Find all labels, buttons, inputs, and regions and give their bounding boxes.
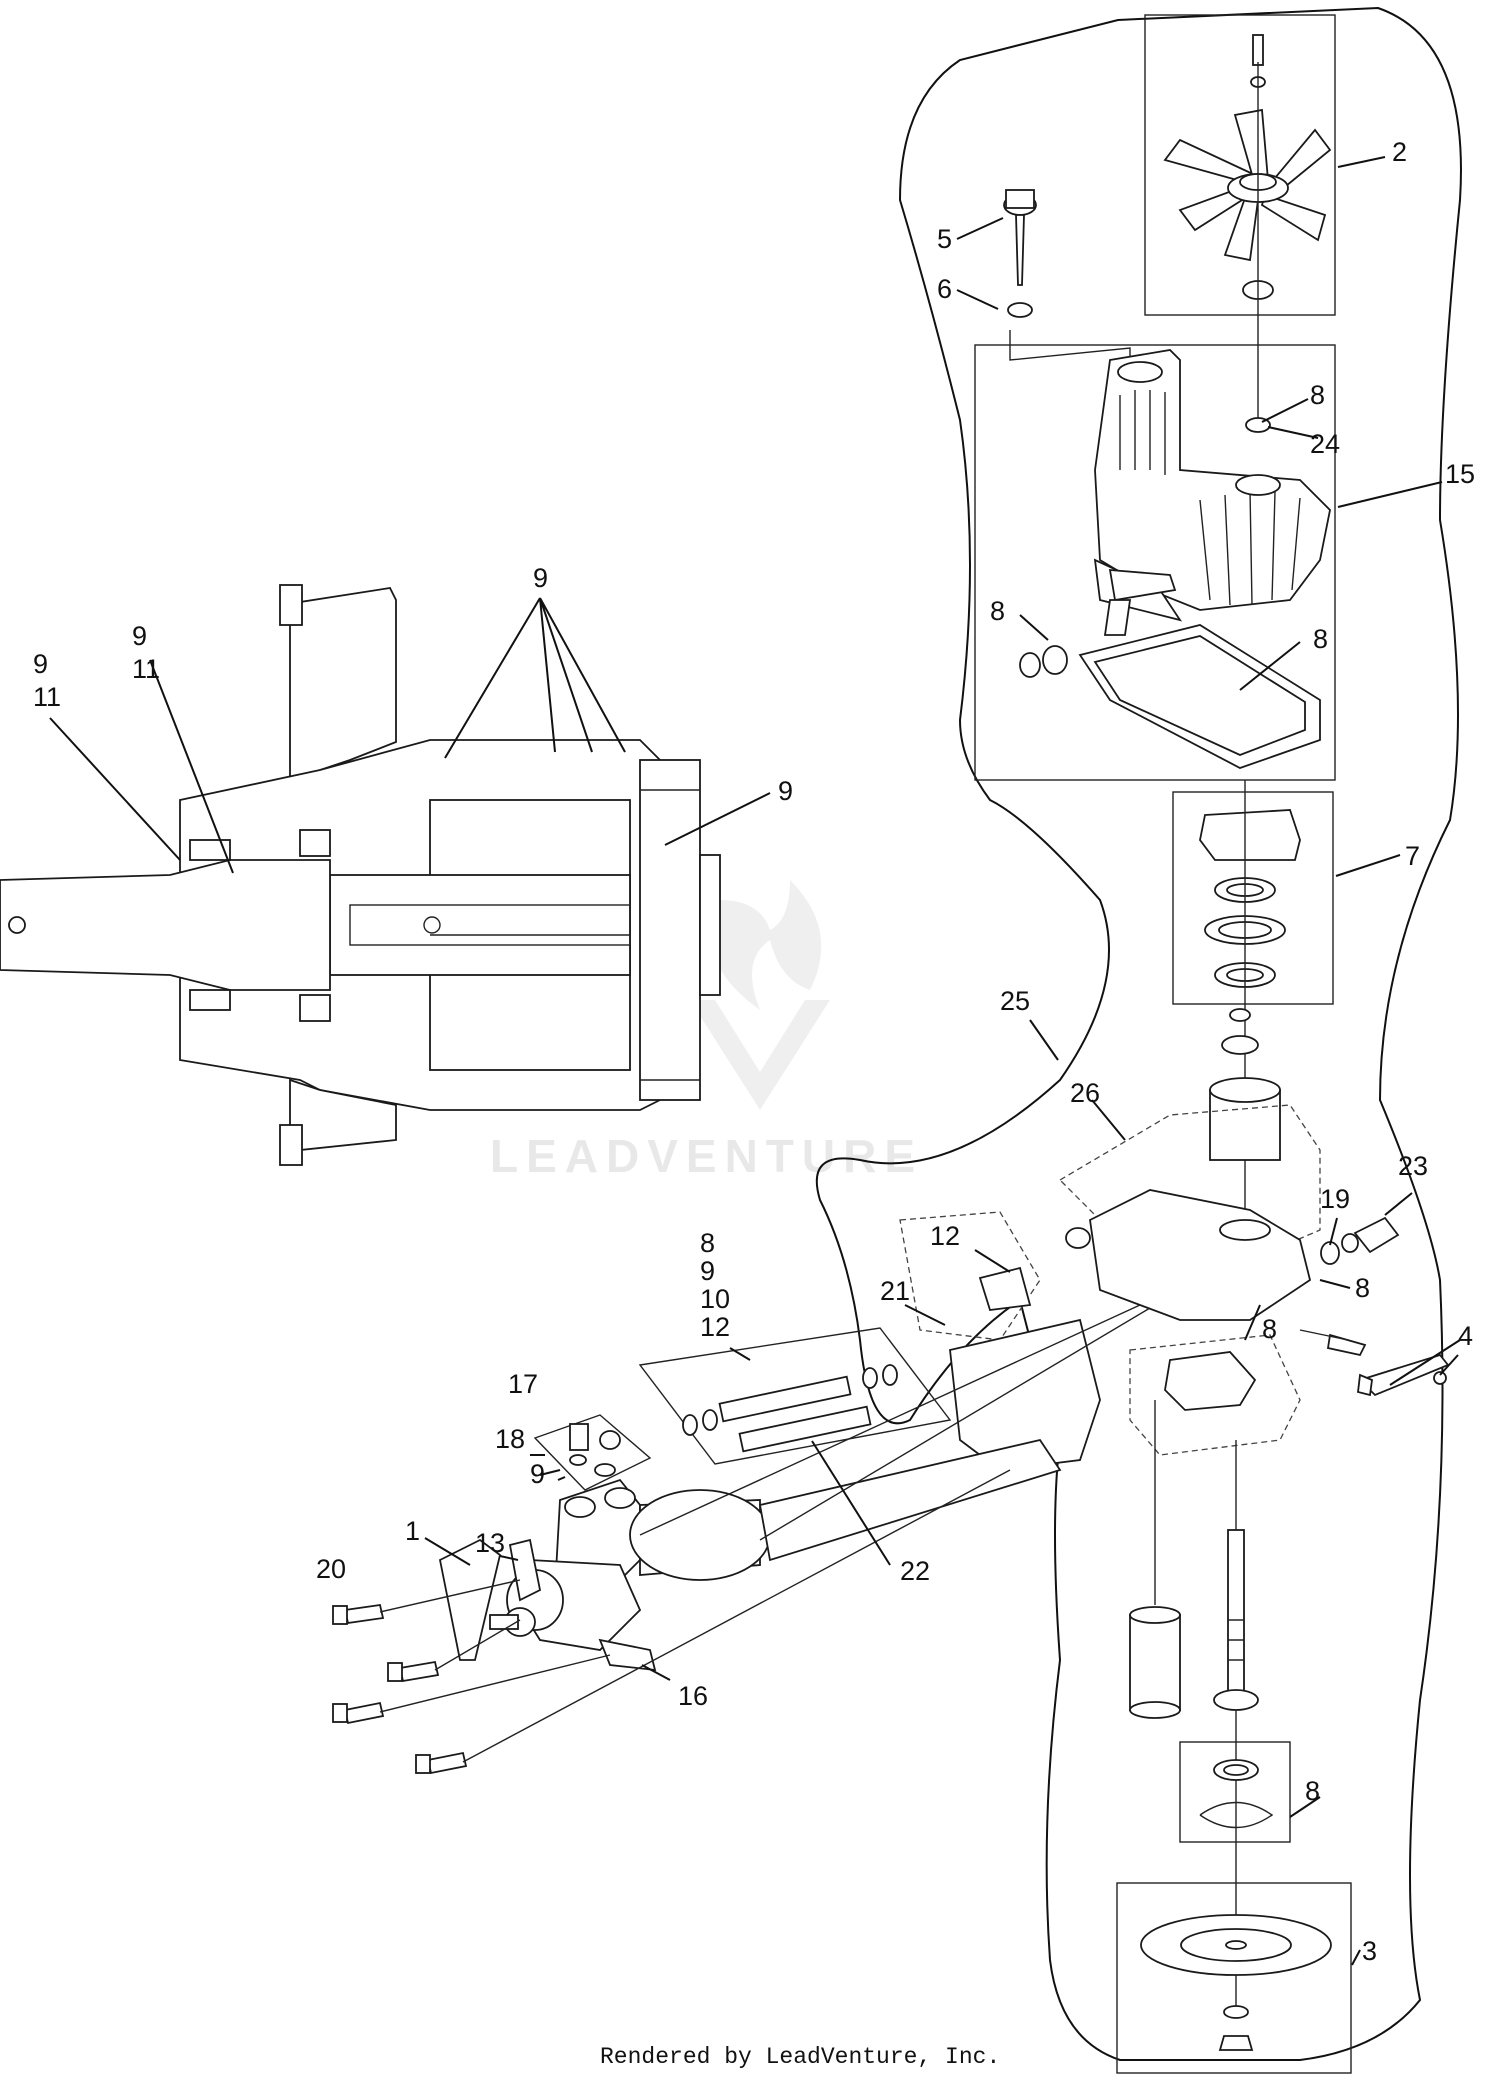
- bypass-fitting: [1341, 1216, 1400, 1254]
- callout-15: 15: [1445, 459, 1475, 489]
- pulley: [1140, 1914, 1332, 2051]
- footer-credit: Rendered by LeadVenture, Inc.: [600, 2044, 1000, 2070]
- dipstick: [1003, 189, 1037, 318]
- callout-22: 22: [900, 1556, 930, 1586]
- watermark: LEADVENTURE: [490, 880, 923, 1182]
- plunger-kit: [682, 1364, 898, 1453]
- section-end-cap: [639, 759, 701, 1101]
- callout-8: 8: [1310, 380, 1325, 410]
- section-seal-upper: [189, 839, 231, 861]
- housing-cover: [1019, 349, 1331, 769]
- housing-box: [974, 344, 1336, 781]
- callout-16: 16: [678, 1681, 708, 1711]
- callout-24: 24: [1310, 429, 1340, 459]
- section-bore: [329, 874, 631, 976]
- callout-23: 23: [1398, 1151, 1428, 1181]
- callout-9: 9: [132, 621, 147, 651]
- leader-lines: [424, 156, 1461, 1966]
- fan-box: [1144, 14, 1336, 316]
- valve-block-bracket: [899, 1211, 1101, 1471]
- callout-20: 20: [316, 1554, 346, 1584]
- cooling-fan: [1163, 34, 1332, 300]
- callout-labels: 9 9 9 11 9 11 2 5 6 8 24 15 8 8 7 25 26 …: [33, 137, 1475, 1966]
- bypass-arm: [1326, 1333, 1450, 1397]
- section-seal-lower: [189, 989, 231, 1011]
- callout-10: 10: [700, 1284, 730, 1314]
- charge-relief-box: [533, 1414, 652, 1491]
- callout-13: 13: [475, 1528, 505, 1558]
- callout-8: 8: [1355, 1273, 1370, 1303]
- section-bolt-bottom: [279, 1124, 303, 1166]
- thrust-bearing-kit: [1199, 809, 1301, 988]
- callout-9: 9: [778, 776, 793, 806]
- callout-2: 2: [1392, 137, 1407, 167]
- callout-9: 9: [33, 649, 48, 679]
- callout-7: 7: [1405, 841, 1420, 871]
- cross-section-view: [0, 584, 721, 1166]
- callout-8: 8: [1313, 624, 1328, 654]
- callout-5: 5: [937, 224, 952, 254]
- callout-6: 6: [937, 274, 952, 304]
- oil-filter: [1129, 1606, 1181, 1719]
- section-spindle: [349, 904, 631, 946]
- callout-4: 4: [1458, 1321, 1473, 1351]
- input-shaft: [1213, 1529, 1259, 1711]
- callout-8: 8: [1262, 1314, 1277, 1344]
- section-output-shaft: [0, 859, 331, 991]
- callout-1: 1: [405, 1516, 420, 1546]
- charge-relief-parts: [569, 1423, 621, 1477]
- callout-8: 8: [1305, 1776, 1320, 1806]
- callout-9: 9: [700, 1256, 715, 1286]
- mount-bracket: [438, 1538, 542, 1661]
- callout-12: 12: [930, 1221, 960, 1251]
- section-bearing-lower: [299, 994, 331, 1022]
- section-leaders: [49, 597, 771, 874]
- callout-17: 17: [508, 1369, 538, 1399]
- callout-11: 11: [33, 682, 61, 712]
- callout-21: 21: [880, 1276, 910, 1306]
- callout-25: 25: [1000, 986, 1030, 1016]
- section-bearing-upper: [299, 829, 331, 857]
- lower-bearing-box: [1179, 1741, 1291, 1843]
- pulley-box: [1116, 1882, 1352, 2074]
- callout-9: 9: [530, 1459, 545, 1489]
- watermark-text: LEADVENTURE: [490, 1130, 923, 1182]
- callout-19: 19: [1320, 1184, 1350, 1214]
- center-section: [1058, 1008, 1340, 1456]
- callout-11: 11: [132, 654, 160, 684]
- section-bolt-top: [279, 584, 303, 626]
- callout-8: 8: [990, 596, 1005, 626]
- bearing-box: [1172, 791, 1334, 1005]
- callout-3: 3: [1362, 1936, 1377, 1966]
- callout-12: 12: [700, 1312, 730, 1342]
- section-shaft-hole: [8, 916, 26, 934]
- assembly-outline: [815, 6, 1462, 2061]
- callout-18: 18: [495, 1424, 525, 1454]
- bolts: [332, 1603, 468, 1775]
- callout-9: 9: [533, 563, 548, 593]
- lower-bearing: [1199, 1759, 1274, 1829]
- hydraulic-motor: [489, 1438, 1062, 1672]
- callout-8: 8: [700, 1228, 715, 1258]
- callout-26: 26: [1070, 1078, 1100, 1108]
